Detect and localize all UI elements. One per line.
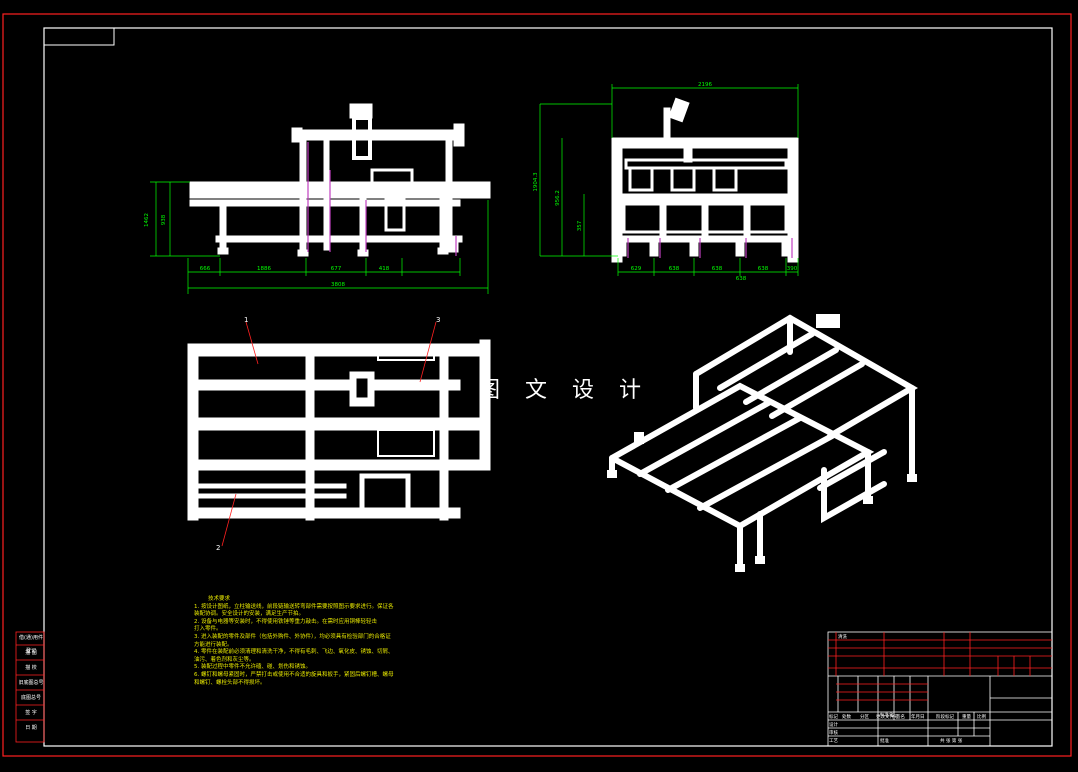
tb-approve: 批准	[880, 737, 889, 744]
title-block	[827, 631, 1053, 747]
side-view-details	[627, 238, 793, 258]
side-dimensions	[539, 84, 799, 276]
side-dim-top: 2196	[698, 82, 712, 88]
outer-border	[2, 13, 1072, 757]
tb-scale: 比例	[977, 713, 986, 720]
front-dim-h2: 1886	[257, 266, 271, 272]
side-dim-b6: 390	[787, 266, 798, 272]
technical-notes: 技术要求 1. 按设计图纸，立柱输送线，前段链输送转弯部件需要按照图示要求进行。…	[194, 596, 424, 687]
top-view	[187, 339, 491, 521]
note-line: 打入零件。	[194, 626, 222, 633]
watermark: 图 文 设 计	[478, 378, 650, 403]
side-view	[611, 97, 799, 263]
note-line: 装配协调。安全设计的安装，满足生产节拍。	[194, 611, 305, 618]
side-cell-sign: 签 字	[25, 710, 37, 716]
side-dim-b1: 629	[631, 266, 642, 272]
tb-row-5: 更改文件号	[876, 713, 899, 720]
balloon-leaders	[221, 321, 437, 547]
side-cell-check: 描 校	[25, 665, 37, 671]
front-view-details	[307, 142, 457, 256]
front-view	[189, 103, 491, 257]
note-line: 1. 按设计图纸，立柱输送线，前段链输送转弯部件需要按照图示要求进行。保证各	[194, 603, 394, 610]
side-cell-trace: 描 图	[25, 650, 37, 656]
note-line: 2. 设备与电器等安装时，不得使用铁锤等重力敲击。在需时应用铜棒轻轻击	[194, 618, 377, 625]
inner-border	[43, 27, 1053, 747]
front-dim-h1: 666	[200, 266, 211, 272]
notes-title: 技术要求	[208, 596, 231, 602]
note-line: 4. 零件在装配前必须清理和清洗干净，不得有毛刺、飞边、氧化皮、锈蚀、切屑、	[194, 649, 394, 656]
note-line: 和螺钉、螺栓头部不得损坏。	[194, 679, 266, 686]
front-dim-v2: 938	[161, 214, 167, 225]
tb-standard: 标准化	[880, 711, 894, 718]
note-line: 方能进行装配。	[194, 641, 233, 648]
side-dim-b5: 638	[736, 276, 747, 282]
front-dim-overall: 3808	[331, 282, 345, 288]
note-line: 5. 装配过程中零件不允许磕、碰、划伤和锈蚀。	[194, 664, 311, 671]
balloon-1: 1	[244, 316, 248, 324]
tb-row-2: 标记	[829, 713, 838, 720]
note-line: 3. 进入装配的零件及部件（包括外购件、外协件），均必须具有检验部门的合格证	[194, 633, 391, 640]
side-dim-b3: 638	[712, 266, 723, 272]
tb-review: 审核	[829, 729, 838, 736]
tb-row-1: 清洗	[838, 633, 847, 640]
side-cell-registry: 借(通)用件登记	[19, 635, 43, 654]
front-dim-h4: 418	[379, 266, 390, 272]
side-dim-b4: 638	[758, 266, 769, 272]
side-dim-v1: 1904.3	[533, 172, 539, 192]
front-dim-v1: 1462	[144, 213, 150, 227]
tb-row-6: 签名	[896, 713, 905, 720]
note-line: 6. 螺钉和螺母紧固时，严禁打击或使用不合适的旋具和扳手，紧固后螺钉槽、螺母	[194, 671, 394, 678]
side-table	[15, 631, 45, 743]
side-cell-base-no: 底图总号	[20, 695, 41, 701]
side-dim-v2: 956.2	[555, 190, 561, 206]
balloon-2: 2	[216, 544, 220, 552]
corner-box	[43, 27, 115, 46]
side-dim-b2: 638	[669, 266, 680, 272]
tb-row-4: 分区	[860, 713, 869, 720]
front-dimensions	[150, 181, 489, 294]
tb-stage: 阶段标记	[936, 713, 954, 720]
tb-sheet: 共 张 第 张	[940, 737, 963, 744]
side-cell-old-no: 旧底图总号	[18, 680, 44, 686]
side-cell-date: 日 期	[25, 725, 37, 731]
isometric-feet	[607, 314, 917, 572]
tb-row-7: 年月日	[911, 713, 925, 720]
title-block-red	[828, 632, 1052, 701]
isometric-view	[609, 314, 918, 571]
tb-process: 工艺	[829, 738, 838, 744]
balloon-3: 3	[436, 316, 440, 324]
front-dim-h3: 677	[331, 266, 342, 272]
note-line: 油污、着色剂和灰尘等。	[194, 656, 255, 663]
tb-weight: 重量	[962, 713, 971, 720]
side-dim-v3: 357	[577, 220, 583, 231]
tb-design: 设计	[829, 721, 838, 728]
tb-row-3: 处数	[842, 713, 851, 720]
